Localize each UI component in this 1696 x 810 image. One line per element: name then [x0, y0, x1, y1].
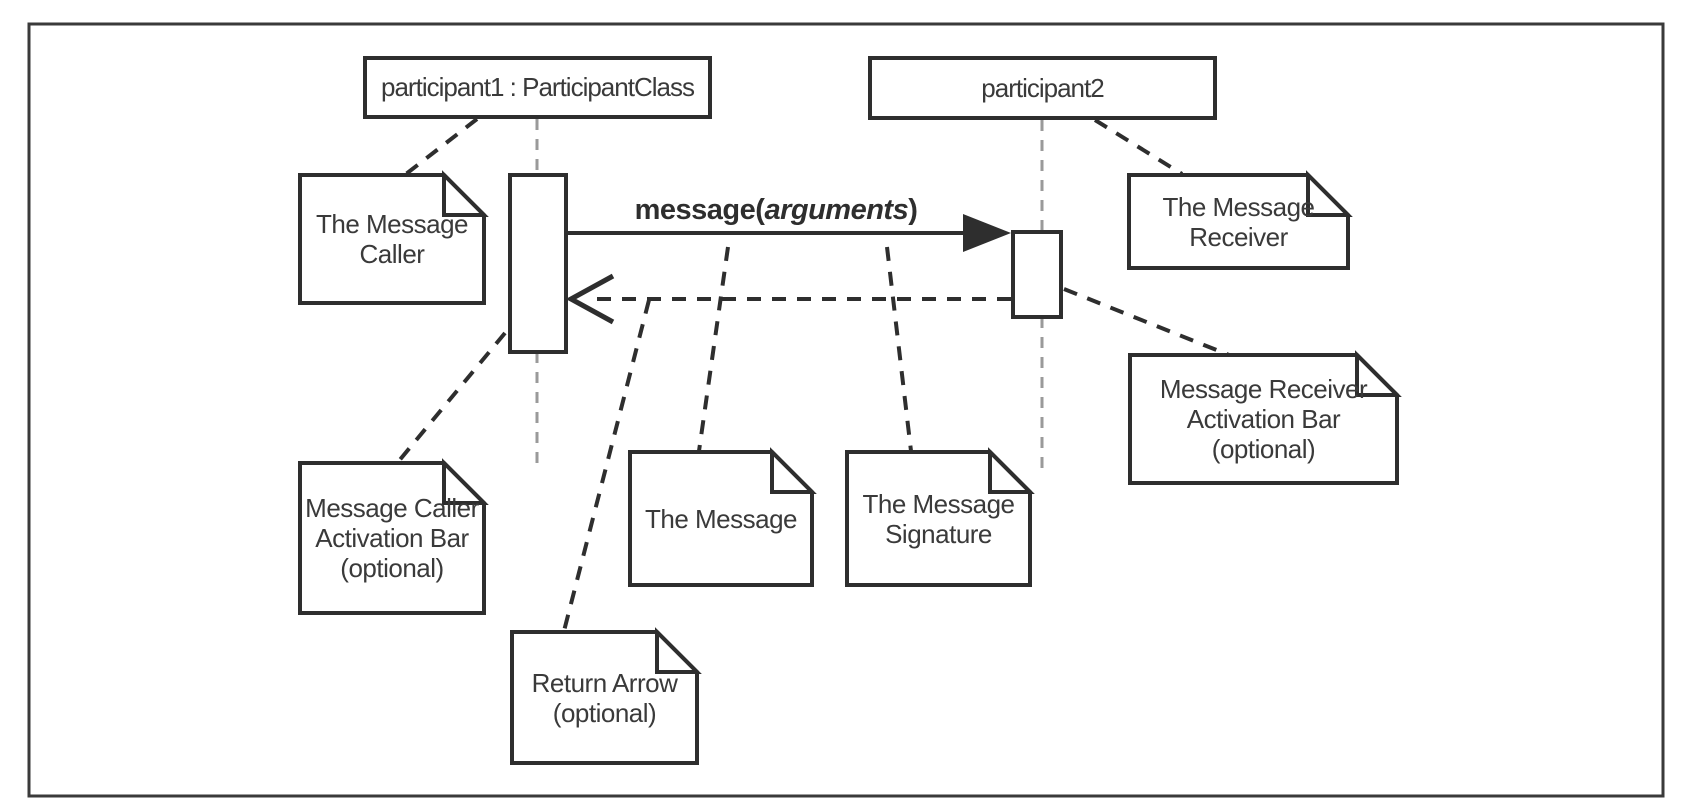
note-line: The Message: [1162, 191, 1315, 222]
note-message-signature-label: The Message Signature: [847, 452, 1030, 585]
note-fold-icon: [442, 458, 489, 505]
participant2-label-text: participant2: [981, 72, 1104, 103]
participant1-box: [363, 56, 712, 119]
note-message-caller-shape: [298, 170, 489, 305]
message-close-paren: ): [908, 194, 918, 226]
connector-caller-note: [404, 117, 479, 176]
note-line: The Message: [644, 503, 798, 534]
note-line: Return Arrow: [531, 667, 678, 698]
note-message-signature-shape: [845, 447, 1035, 587]
caller-activation-bar: [508, 173, 568, 354]
note-line: Receiver: [1189, 221, 1288, 252]
message-arguments-text: arguments: [764, 194, 909, 226]
message-arrowhead-icon: [963, 214, 1011, 252]
note-fold-icon: [988, 447, 1035, 494]
connector-signature-note: [885, 246, 913, 452]
note-line: Message Receiver: [1159, 374, 1368, 404]
connector-caller-activation-note: [396, 331, 507, 464]
note-the-message-shape: [628, 447, 817, 587]
participant2-box: [868, 56, 1217, 120]
note-line: (optional): [340, 553, 444, 583]
participant2-label: participant2: [870, 58, 1215, 118]
note-line: The Message: [862, 488, 1015, 519]
note-receiver-activation-shape: [1128, 350, 1402, 485]
note-fold-icon: [1355, 350, 1402, 397]
note-line: Activation Bar: [1186, 404, 1341, 434]
return-arrowhead-icon: [565, 273, 615, 325]
note-message-caller-label: The Message Caller: [300, 175, 484, 303]
note-caller-activation-label: Message Caller Activation Bar (optional): [300, 463, 484, 613]
note-line: The Message: [315, 209, 469, 239]
note-line: (optional): [1211, 434, 1316, 464]
note-return-arrow-shape: [510, 627, 702, 765]
message-label: message(arguments): [586, 194, 966, 227]
receiver-activation-bar: [1011, 230, 1063, 319]
figure-frame: [27, 22, 1665, 798]
note-fold-icon: [442, 170, 489, 217]
note-fold-icon: [655, 627, 702, 674]
note-line: Message Caller: [305, 493, 479, 523]
note-caller-activation-shape: [298, 458, 489, 615]
note-return-arrow-label: Return Arrow (optional): [512, 632, 697, 763]
note-line: Signature: [885, 518, 992, 549]
participant1-label-text: participant1 : ParticipantClass: [381, 72, 695, 102]
participant1-label: participant1 : ParticipantClass: [365, 58, 710, 117]
connector-message-note: [697, 246, 730, 452]
note-fold-icon: [1306, 170, 1353, 217]
connector-receiver-note: [1093, 118, 1184, 176]
note-message-receiver-label: The Message Receiver: [1129, 175, 1348, 268]
note-message-receiver-shape: [1127, 170, 1353, 270]
note-the-message-label: The Message: [630, 452, 812, 585]
note-line: Caller: [359, 239, 425, 269]
connector-return-arrow-note: [562, 299, 651, 632]
message-name-text: message(: [634, 194, 765, 226]
connector-receiver-activation-note: [1063, 287, 1230, 357]
note-fold-icon: [770, 447, 817, 494]
note-line: (optional): [552, 697, 657, 728]
note-line: Activation Bar: [315, 523, 469, 553]
note-receiver-activation-label: Message Receiver Activation Bar (optiona…: [1130, 355, 1397, 483]
